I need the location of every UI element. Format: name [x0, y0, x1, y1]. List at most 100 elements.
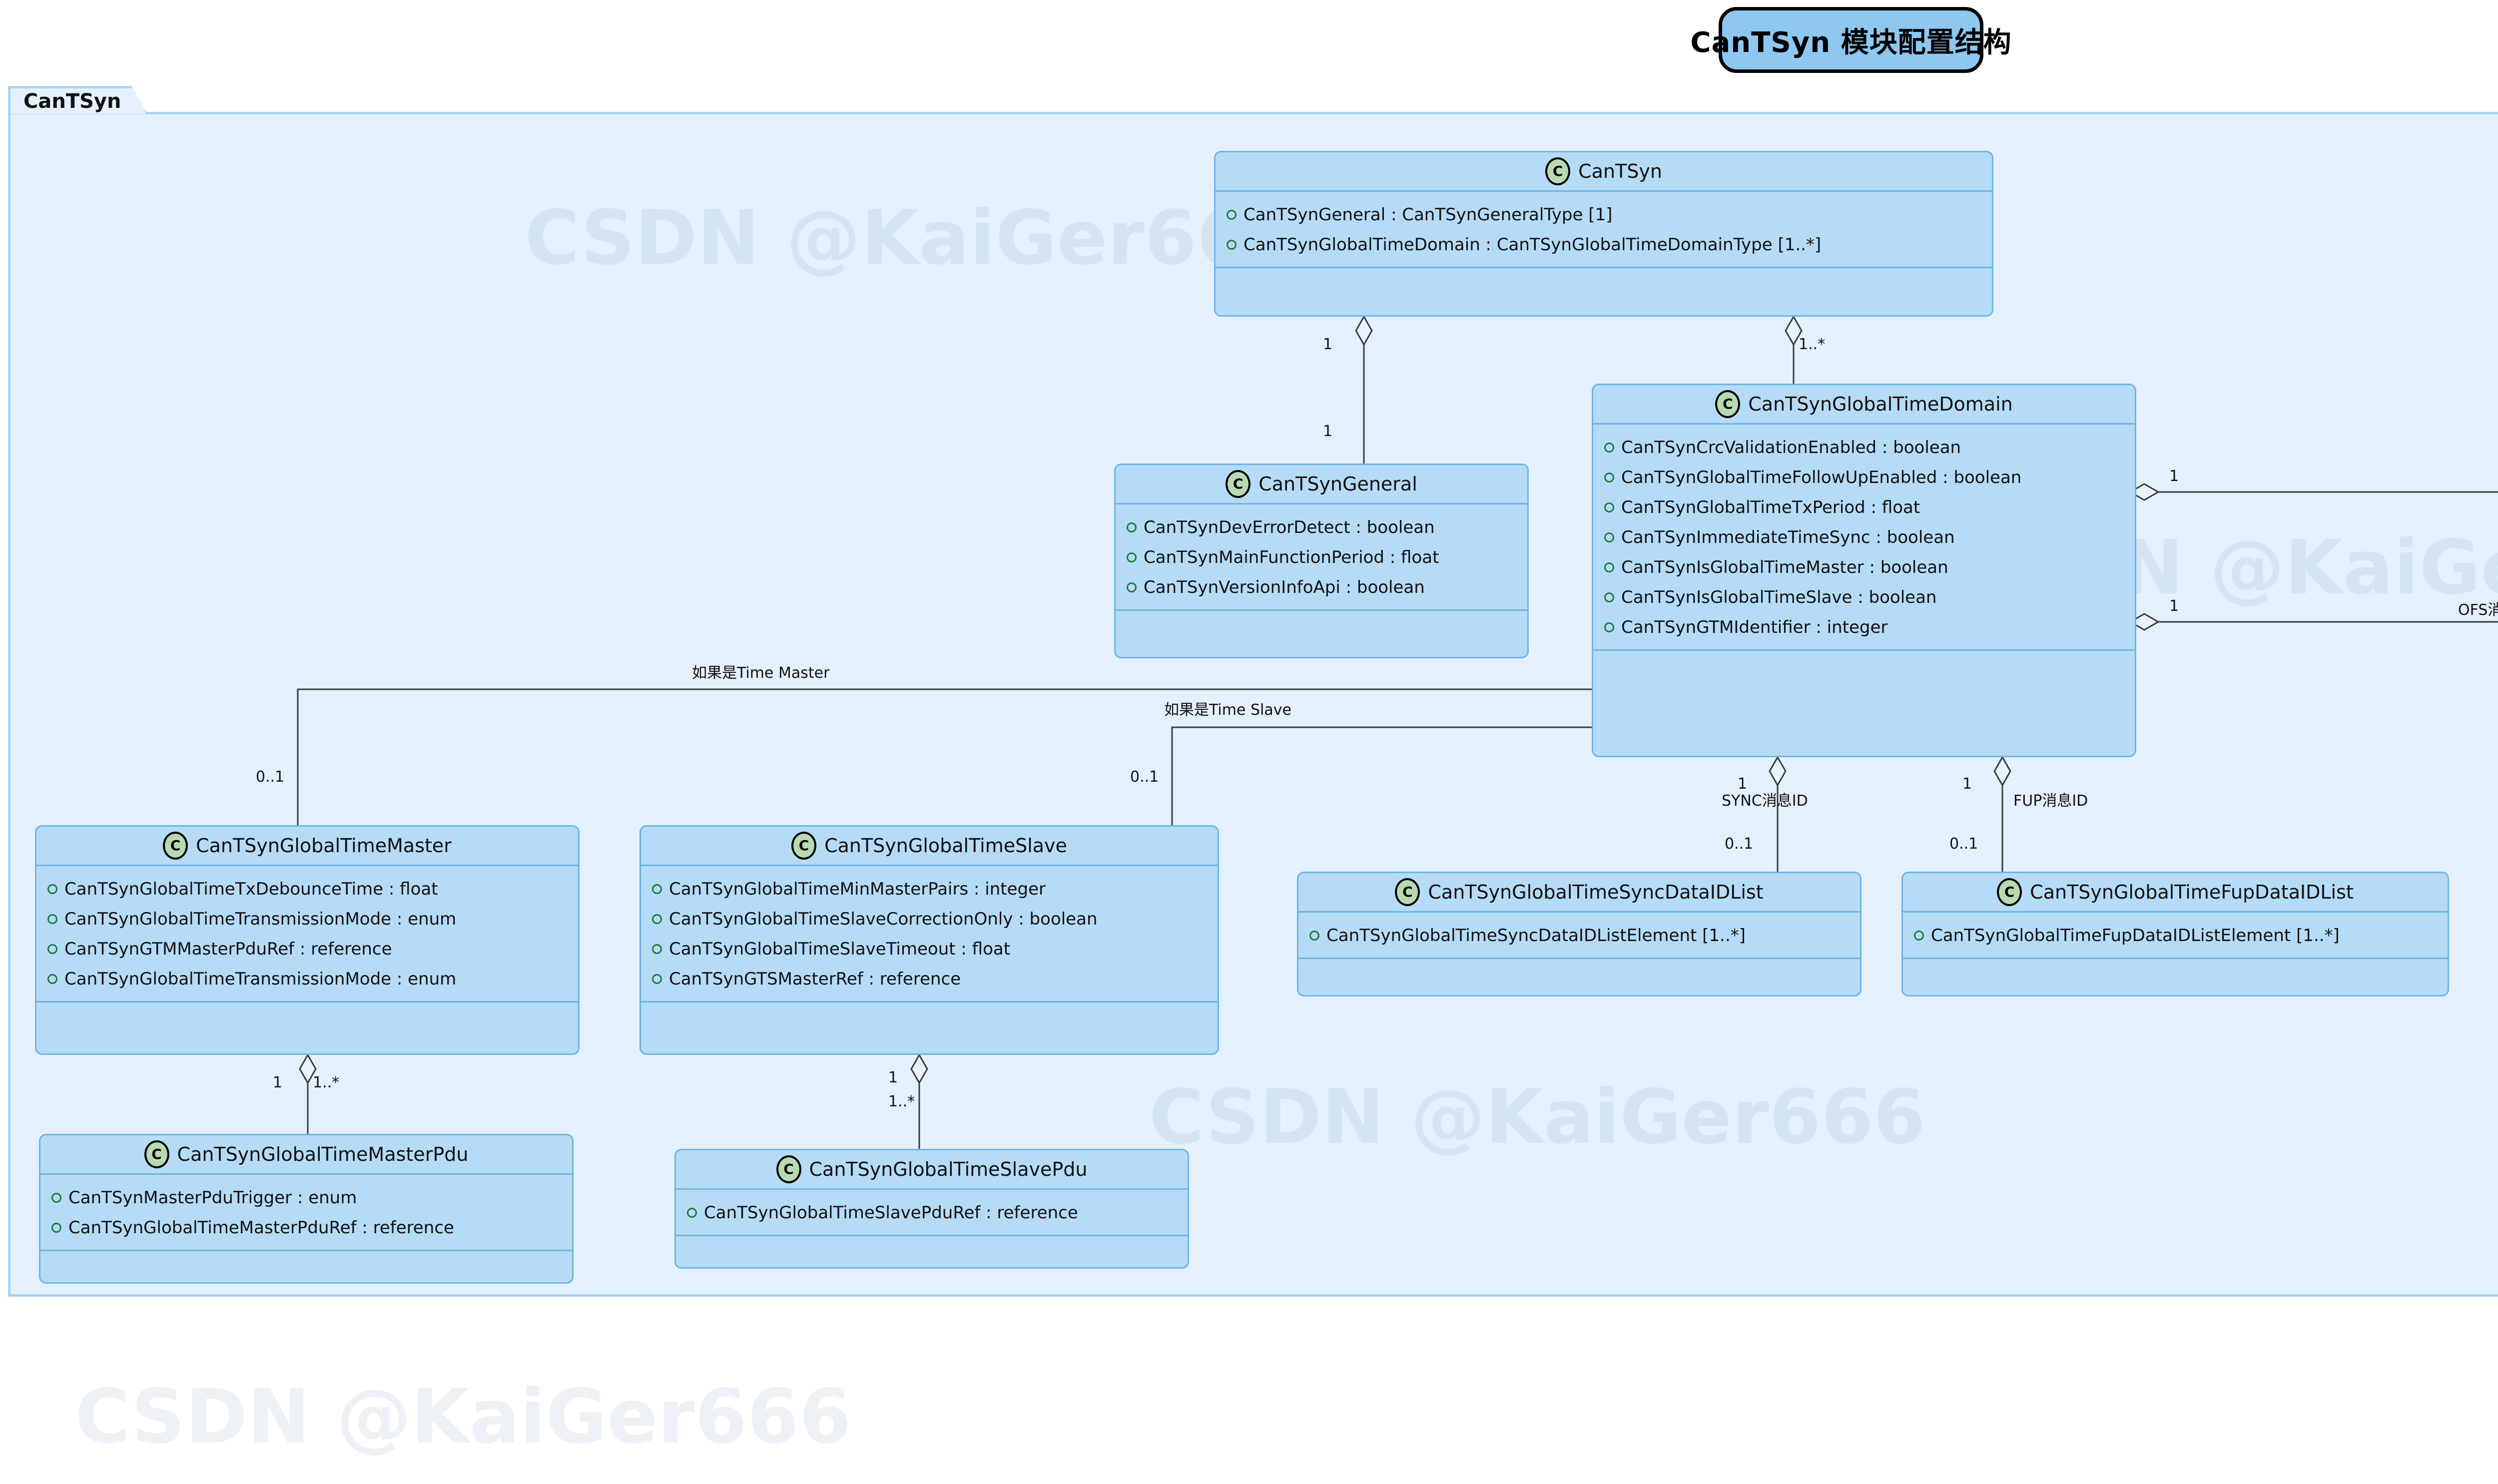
class-box-global-time-slave-pdu[interactable]: C CanTSynGlobalTimeSlavePdu CanTSynGloba…	[674, 1149, 1189, 1269]
attribute-label: CanTSynGlobalTimeSlaveCorrectionOnly : b…	[669, 909, 1098, 929]
class-header: C CanTSynGeneral	[1116, 465, 1527, 504]
class-box-cantsyn-general[interactable]: C CanTSynGeneral CanTSynDevErrorDetect :…	[1114, 464, 1529, 658]
attribute-label: CanTSynGlobalTimeTxPeriod : float	[1621, 497, 1920, 517]
multiplicity-cantsyn-general-dst: 1	[1323, 423, 1333, 440]
attribute-label: CanTSynGTMIdentifier : integer	[1621, 617, 1888, 637]
attribute-row: CanTSynDevErrorDetect : boolean	[1116, 512, 1527, 542]
attribute-bullet-icon	[687, 1208, 697, 1218]
attribute-row: CanTSynIsGlobalTimeSlave : boolean	[1593, 582, 2135, 612]
class-box-global-time-master-pdu[interactable]: C CanTSynGlobalTimeMasterPdu CanTSynMast…	[39, 1134, 574, 1284]
attribute-bullet-icon	[652, 974, 662, 984]
attribute-row: CanTSynGlobalTimeDomain : CanTSynGlobalT…	[1216, 230, 1992, 260]
class-circle-icon: C	[1715, 390, 1741, 418]
attribute-bullet-icon	[652, 944, 662, 954]
attribute-label: CanTSynGlobalTimeSlaveTimeout : float	[669, 939, 1011, 959]
class-box-cantsyn[interactable]: C CanTSyn CanTSynGeneral : CanTSynGenera…	[1214, 151, 1993, 317]
class-attributes: CanTSynGlobalTimeMinMasterPairs : intege…	[641, 866, 1218, 1001]
class-name: CanTSynGlobalTimeMasterPdu	[177, 1143, 469, 1165]
attribute-bullet-icon	[1309, 931, 1319, 941]
multiplicity-domain-ofns-src: 1	[2169, 468, 2179, 485]
attribute-row: CanTSynImmediateTimeSync : boolean	[1593, 522, 2135, 552]
class-name: CanTSynGeneral	[1258, 473, 1417, 495]
class-circle-icon: C	[144, 1140, 169, 1168]
class-box-global-time-domain[interactable]: C CanTSynGlobalTimeDomain CanTSynCrcVali…	[1592, 384, 2136, 757]
attribute-label: CanTSynGlobalTimeTxDebounceTime : float	[64, 879, 438, 899]
attribute-row: CanTSynGlobalTimeTransmissionMode : enum	[36, 904, 578, 934]
edge-label-if-time-master: 如果是Time Master	[692, 664, 830, 682]
attribute-bullet-icon	[1604, 592, 1614, 602]
class-box-fup-data-id-list[interactable]: C CanTSynGlobalTimeFupDataIDList CanTSyn…	[1901, 872, 2449, 996]
class-footer	[1216, 267, 1992, 281]
attribute-label: CanTSynGTSMasterRef : reference	[669, 969, 961, 989]
attribute-bullet-icon	[1127, 522, 1137, 532]
multiplicity-domain-sync-src: 1	[1738, 775, 1748, 793]
attribute-row: CanTSynIsGlobalTimeMaster : boolean	[1593, 552, 2135, 582]
attribute-bullet-icon	[1227, 210, 1237, 220]
class-header: C CanTSynGlobalTimeSlavePdu	[676, 1150, 1188, 1190]
attribute-row: CanTSynCrcValidationEnabled : boolean	[1593, 433, 2135, 463]
attribute-row: CanTSynGlobalTimeMasterPduRef : referenc…	[40, 1213, 572, 1243]
attribute-label: CanTSynImmediateTimeSync : boolean	[1621, 527, 1955, 547]
class-box-global-time-slave[interactable]: C CanTSynGlobalTimeSlave CanTSynGlobalTi…	[639, 825, 1219, 1055]
attribute-label: CanTSynIsGlobalTimeMaster : boolean	[1621, 557, 1948, 577]
class-attributes: CanTSynDevErrorDetect : boolean CanTSynM…	[1116, 504, 1527, 609]
multiplicity-cantsyn-domain-src: 1..*	[1799, 336, 1826, 353]
class-name: CanTSyn	[1578, 160, 1662, 182]
attribute-row: CanTSynGlobalTimeSyncDataIDListElement […	[1298, 921, 1860, 951]
class-attributes: CanTSynGlobalTimeSlavePduRef : reference	[676, 1190, 1188, 1235]
attribute-row: CanTSynGlobalTimeFollowUpEnabled : boole…	[1593, 463, 2135, 493]
multiplicity-domain-master-dst: 0..1	[256, 768, 285, 786]
class-box-global-time-master[interactable]: C CanTSynGlobalTimeMaster CanTSynGlobalT…	[35, 825, 580, 1055]
class-attributes: CanTSynGlobalTimeFupDataIDListElement [1…	[1903, 913, 2448, 958]
attribute-bullet-icon	[1604, 532, 1614, 542]
class-footer	[1903, 958, 2448, 972]
class-circle-icon: C	[776, 1155, 801, 1183]
attribute-row: CanTSynGlobalTimeSlaveCorrectionOnly : b…	[641, 904, 1218, 934]
multiplicity-cantsyn-general-src: 1	[1323, 336, 1333, 353]
attribute-bullet-icon	[47, 914, 57, 924]
class-name: CanTSynGlobalTimeMaster	[196, 835, 452, 857]
attribute-label: CanTSynGlobalTimeSyncDataIDListElement […	[1326, 926, 1746, 946]
attribute-bullet-icon	[1604, 443, 1614, 453]
class-footer	[1298, 958, 1860, 972]
class-circle-icon: C	[1545, 157, 1571, 185]
attribute-label: CanTSynVersionInfoApi : boolean	[1144, 577, 1425, 597]
attribute-label: CanTSynDevErrorDetect : boolean	[1144, 517, 1435, 537]
multiplicity-master-pdu-src: 1	[273, 1074, 283, 1091]
class-footer	[1116, 609, 1527, 624]
multiplicity-slave-pdu-src: 1	[888, 1069, 898, 1086]
class-name: CanTSynGlobalTimeSlave	[824, 835, 1067, 857]
package-tab-label: CanTSyn	[23, 89, 121, 113]
attribute-row: CanTSynGlobalTimeTransmissionMode : enum	[36, 964, 578, 994]
attribute-row: CanTSynGlobalTimeSlaveTimeout : float	[641, 934, 1218, 964]
class-footer	[676, 1235, 1188, 1249]
attribute-row: CanTSynGlobalTimeMinMasterPairs : intege…	[641, 874, 1218, 904]
attribute-bullet-icon	[47, 974, 57, 984]
class-attributes: CanTSynMasterPduTrigger : enum CanTSynGl…	[40, 1175, 572, 1250]
edge-label-sync-msg-id: SYNC消息ID	[1722, 792, 1808, 810]
class-name: CanTSynGlobalTimeFupDataIDList	[2030, 881, 2354, 903]
attribute-label: CanTSynMainFunctionPeriod : float	[1144, 547, 1439, 567]
class-circle-icon: C	[163, 832, 188, 860]
attribute-row: CanTSynGeneral : CanTSynGeneralType [1]	[1216, 200, 1992, 230]
attribute-row: CanTSynGlobalTimeTxPeriod : float	[1593, 493, 2135, 522]
attribute-label: CanTSynGlobalTimeTransmissionMode : enum	[64, 909, 457, 929]
attribute-label: CanTSynCrcValidationEnabled : boolean	[1621, 438, 1961, 458]
class-footer	[36, 1001, 578, 1015]
attribute-bullet-icon	[51, 1223, 61, 1233]
class-footer	[641, 1001, 1218, 1015]
attribute-bullet-icon	[1604, 473, 1614, 483]
diagram-title-label: CanTSyn 模块配置结构	[1690, 26, 2012, 59]
multiplicity-domain-slave-dst: 0..1	[1130, 768, 1159, 786]
class-header: C CanTSynGlobalTimeDomain	[1593, 385, 2135, 425]
multiplicity-domain-fup-dst: 0..1	[1949, 835, 1978, 853]
edge-label-ofs-msg-id: OFS消息ID	[2458, 601, 2498, 619]
class-attributes: CanTSynGlobalTimeSyncDataIDListElement […	[1298, 913, 1860, 958]
attribute-bullet-icon	[1604, 622, 1614, 632]
attribute-bullet-icon	[1604, 562, 1614, 572]
class-box-sync-data-id-list[interactable]: C CanTSynGlobalTimeSyncDataIDList CanTSy…	[1297, 872, 1862, 996]
edge-label-if-time-slave: 如果是Time Slave	[1164, 701, 1291, 719]
class-header: C CanTSynGlobalTimeMaster	[36, 827, 578, 866]
attribute-bullet-icon	[652, 884, 662, 894]
class-circle-icon: C	[1997, 878, 2022, 906]
